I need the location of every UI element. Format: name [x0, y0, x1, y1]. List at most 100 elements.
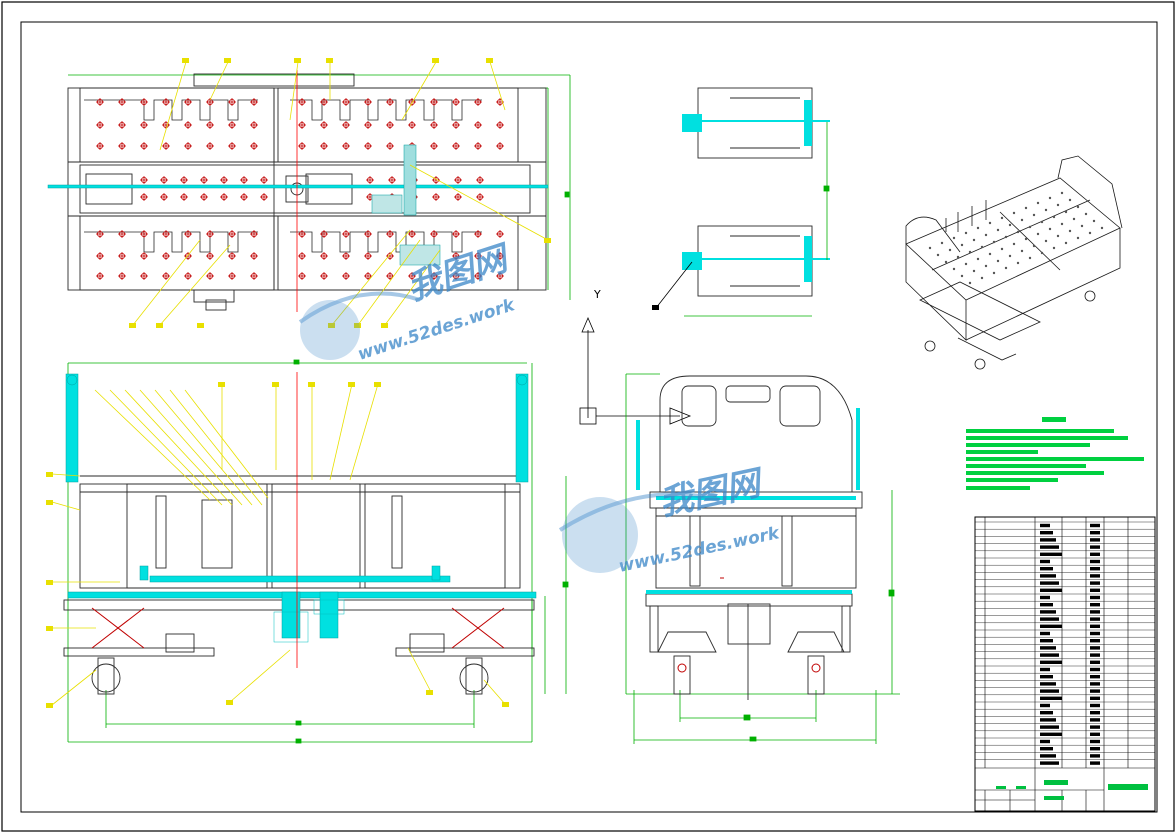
iso-hole — [1036, 201, 1040, 205]
iso-hole — [948, 248, 952, 252]
part-qty-cell — [1090, 567, 1100, 571]
hole-mark — [162, 121, 170, 129]
part-name-cell — [1040, 531, 1053, 535]
hole-mark — [430, 98, 438, 106]
iso-hole — [1056, 203, 1060, 207]
part-name-cell — [1040, 552, 1062, 556]
part-qty-cell — [1090, 639, 1100, 643]
part-name-cell — [1040, 631, 1050, 636]
part-qty-cell — [1090, 725, 1100, 729]
part-qty-cell — [1090, 595, 1100, 600]
hole-mark — [96, 252, 104, 260]
iso-hole — [1044, 208, 1048, 212]
detail-view-parts — [682, 100, 830, 282]
hole-mark — [206, 142, 214, 150]
iso-hole — [1000, 216, 1004, 220]
hole-mark — [476, 176, 484, 184]
part-name-cell — [1040, 639, 1053, 643]
part-qty-cell — [1090, 531, 1100, 535]
hole-mark — [452, 142, 460, 150]
hole-mark — [228, 230, 236, 238]
iso-hole — [1040, 251, 1044, 255]
hole-mark — [474, 121, 482, 129]
hole-mark — [342, 142, 350, 150]
iso-hole — [1020, 249, 1024, 253]
iso-hole — [1032, 213, 1036, 217]
hole-mark — [118, 230, 126, 238]
hole-mark — [220, 193, 228, 201]
hole-mark — [260, 176, 268, 184]
hole-mark — [364, 252, 372, 260]
front-view-leaders — [51, 383, 506, 706]
hole-mark — [452, 98, 460, 106]
hole-mark — [342, 230, 350, 238]
hole-mark — [250, 98, 258, 106]
part-name-cell — [1040, 581, 1059, 585]
part-qty-cell — [1090, 603, 1100, 607]
part-name-cell — [1040, 696, 1062, 700]
hole-mark — [140, 121, 148, 129]
part-name-cell — [1040, 559, 1050, 564]
hole-mark — [386, 121, 394, 129]
hole-mark — [364, 272, 372, 280]
iso-hole — [976, 226, 980, 230]
iso-hole — [1020, 218, 1024, 222]
hole-mark — [320, 230, 328, 238]
hole-mark — [140, 193, 148, 201]
hole-mark — [496, 121, 504, 129]
part-qty-cell — [1090, 761, 1100, 765]
hole-mark — [364, 230, 372, 238]
iso-hole — [956, 255, 960, 259]
iso-hole — [1040, 220, 1044, 224]
isometric-holes — [928, 191, 1104, 285]
drawing-frame — [20, 21, 1158, 813]
iso-hole — [1076, 205, 1080, 209]
hole-mark — [496, 230, 504, 238]
hole-mark — [250, 142, 258, 150]
iso-hole — [940, 241, 944, 245]
hole-mark — [298, 230, 306, 238]
hole-mark — [474, 230, 482, 238]
hole-mark — [364, 98, 372, 106]
iso-hole — [936, 253, 940, 257]
iso-hole — [1068, 198, 1072, 202]
iso-hole — [1036, 232, 1040, 236]
hole-mark — [180, 193, 188, 201]
hole-mark — [474, 142, 482, 150]
iso-hole — [1084, 212, 1088, 216]
hole-mark — [364, 121, 372, 129]
part-qty-cell — [1090, 660, 1100, 664]
iso-hole — [960, 243, 964, 247]
part-qty-cell — [1090, 581, 1100, 585]
hole-mark — [474, 272, 482, 280]
iso-hole — [980, 245, 984, 249]
hole-mark — [386, 98, 394, 106]
hole-mark — [452, 230, 460, 238]
hole-mark — [496, 272, 504, 280]
part-name-cell — [1040, 588, 1062, 592]
iso-hole — [996, 259, 1000, 263]
hole-mark — [160, 176, 168, 184]
iso-hole — [984, 233, 988, 237]
iso-hole — [1004, 235, 1008, 239]
hole-mark — [320, 98, 328, 106]
hole-mark — [162, 230, 170, 238]
hole-mark — [96, 121, 104, 129]
hole-mark — [206, 252, 214, 260]
part-name-cell — [1040, 675, 1053, 679]
hole-mark — [408, 98, 416, 106]
hole-mark — [228, 252, 236, 260]
hole-mark — [454, 193, 462, 201]
iso-hole — [1060, 222, 1064, 226]
hole-mark — [184, 98, 192, 106]
hole-mark — [386, 252, 394, 260]
iso-hole — [1024, 206, 1028, 210]
iso-hole — [1032, 244, 1036, 248]
part-name-cell — [1040, 747, 1053, 751]
hole-mark — [386, 272, 394, 280]
iso-hole — [988, 252, 992, 256]
part-qty-cell — [1090, 747, 1100, 751]
hole-mark — [408, 121, 416, 129]
axis-arrow-icon: Y — [579, 288, 692, 425]
iso-hole — [1088, 231, 1092, 235]
